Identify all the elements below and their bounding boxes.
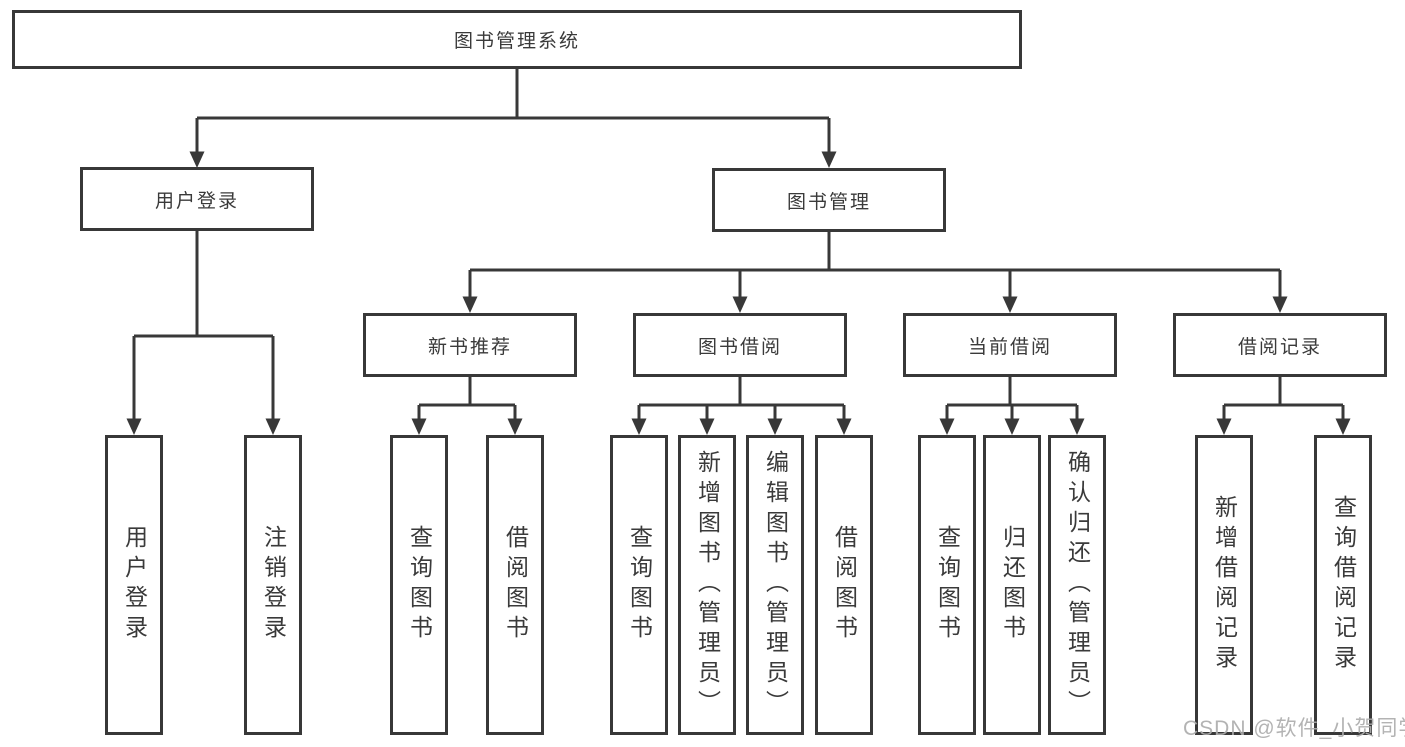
leaf-confirm-return-admin: 确认归还（管理员） <box>1048 435 1106 735</box>
node-borrow-record-label: 借阅记录 <box>1237 336 1322 358</box>
leaf-borrow-books-recommend-label: 借阅图书 <box>502 525 529 645</box>
leaf-query-books-recommend: 查询图书 <box>390 435 448 735</box>
leaf-user-login: 用户登录 <box>105 435 163 735</box>
node-user-login-label: 用户登录 <box>154 190 239 212</box>
leaf-edit-books-admin-label: 编辑图书（管理员） <box>762 450 789 720</box>
leaf-add-books-admin: 新增图书（管理员） <box>678 435 736 735</box>
node-book-borrow: 图书借阅 <box>633 313 847 377</box>
leaf-logout: 注销登录 <box>244 435 302 735</box>
leaf-add-borrow-record: 新增借阅记录 <box>1195 435 1253 735</box>
node-new-book-recommend-label: 新书推荐 <box>427 336 512 358</box>
node-book-borrow-label: 图书借阅 <box>697 336 782 358</box>
leaf-user-login-label: 用户登录 <box>121 525 148 645</box>
leaf-query-borrow-record: 查询借阅记录 <box>1314 435 1372 735</box>
leaf-query-books-borrow: 查询图书 <box>610 435 668 735</box>
leaf-borrow-books-recommend: 借阅图书 <box>486 435 544 735</box>
node-root-system: 图书管理系统 <box>12 10 1022 69</box>
leaf-return-books: 归还图书 <box>983 435 1041 735</box>
node-user-login: 用户登录 <box>80 167 314 231</box>
leaf-borrow-books: 借阅图书 <box>815 435 873 735</box>
node-borrow-record: 借阅记录 <box>1173 313 1387 377</box>
leaf-add-books-admin-label: 新增图书（管理员） <box>694 450 721 720</box>
node-book-management-label: 图书管理 <box>786 191 871 213</box>
arrowhead-icons <box>126 151 1351 435</box>
leaf-logout-label: 注销登录 <box>260 525 287 645</box>
leaf-query-books-current: 查询图书 <box>918 435 976 735</box>
leaf-return-books-label: 归还图书 <box>999 525 1026 645</box>
leaf-add-borrow-record-label: 新增借阅记录 <box>1211 495 1238 675</box>
node-current-borrow: 当前借阅 <box>903 313 1117 377</box>
leaf-query-borrow-record-label: 查询借阅记录 <box>1330 495 1357 675</box>
node-book-management: 图书管理 <box>712 168 946 232</box>
leaf-confirm-return-admin-label: 确认归还（管理员） <box>1064 450 1091 720</box>
csdn-watermark: CSDN @软件_小贺同学 <box>1183 717 1405 740</box>
leaf-borrow-books-label: 借阅图书 <box>831 525 858 645</box>
leaf-query-books-borrow-label: 查询图书 <box>626 525 653 645</box>
node-current-borrow-label: 当前借阅 <box>967 336 1052 358</box>
node-new-book-recommend: 新书推荐 <box>363 313 577 377</box>
leaf-query-books-current-label: 查询图书 <box>934 525 961 645</box>
leaf-edit-books-admin: 编辑图书（管理员） <box>746 435 804 735</box>
leaf-query-books-recommend-label: 查询图书 <box>406 525 433 645</box>
node-root-system-label: 图书管理系统 <box>453 31 580 52</box>
